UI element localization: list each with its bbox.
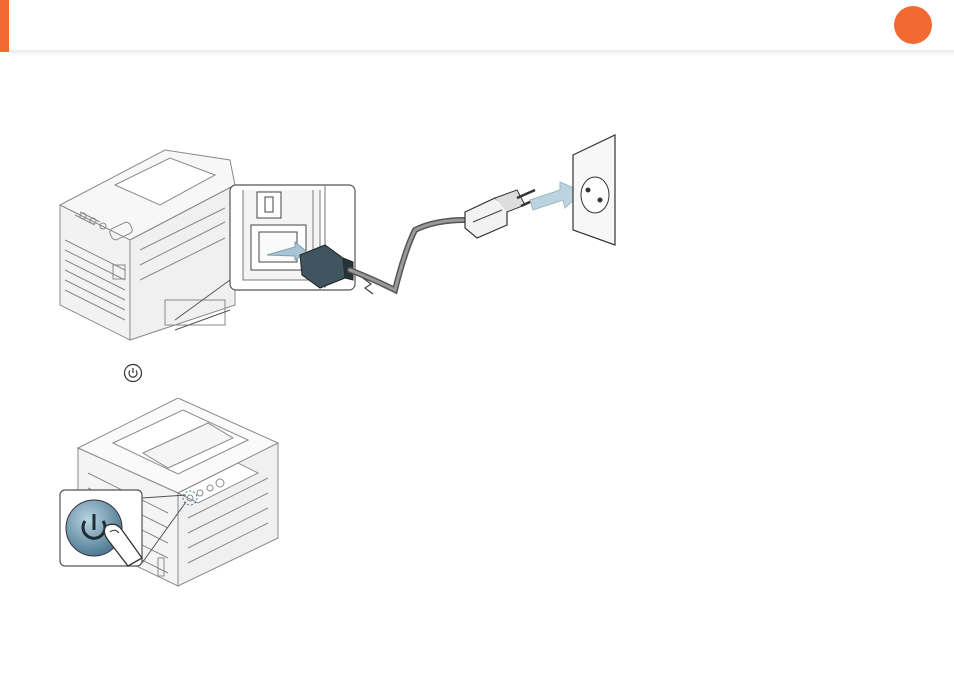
page-header — [0, 0, 954, 56]
power-cord-figure — [55, 130, 635, 345]
header-rule — [9, 50, 954, 56]
chapter-indicator — [894, 6, 932, 44]
power-icon — [123, 363, 143, 383]
power-button-figure — [58, 398, 283, 588]
header-accent-strip — [0, 0, 9, 52]
